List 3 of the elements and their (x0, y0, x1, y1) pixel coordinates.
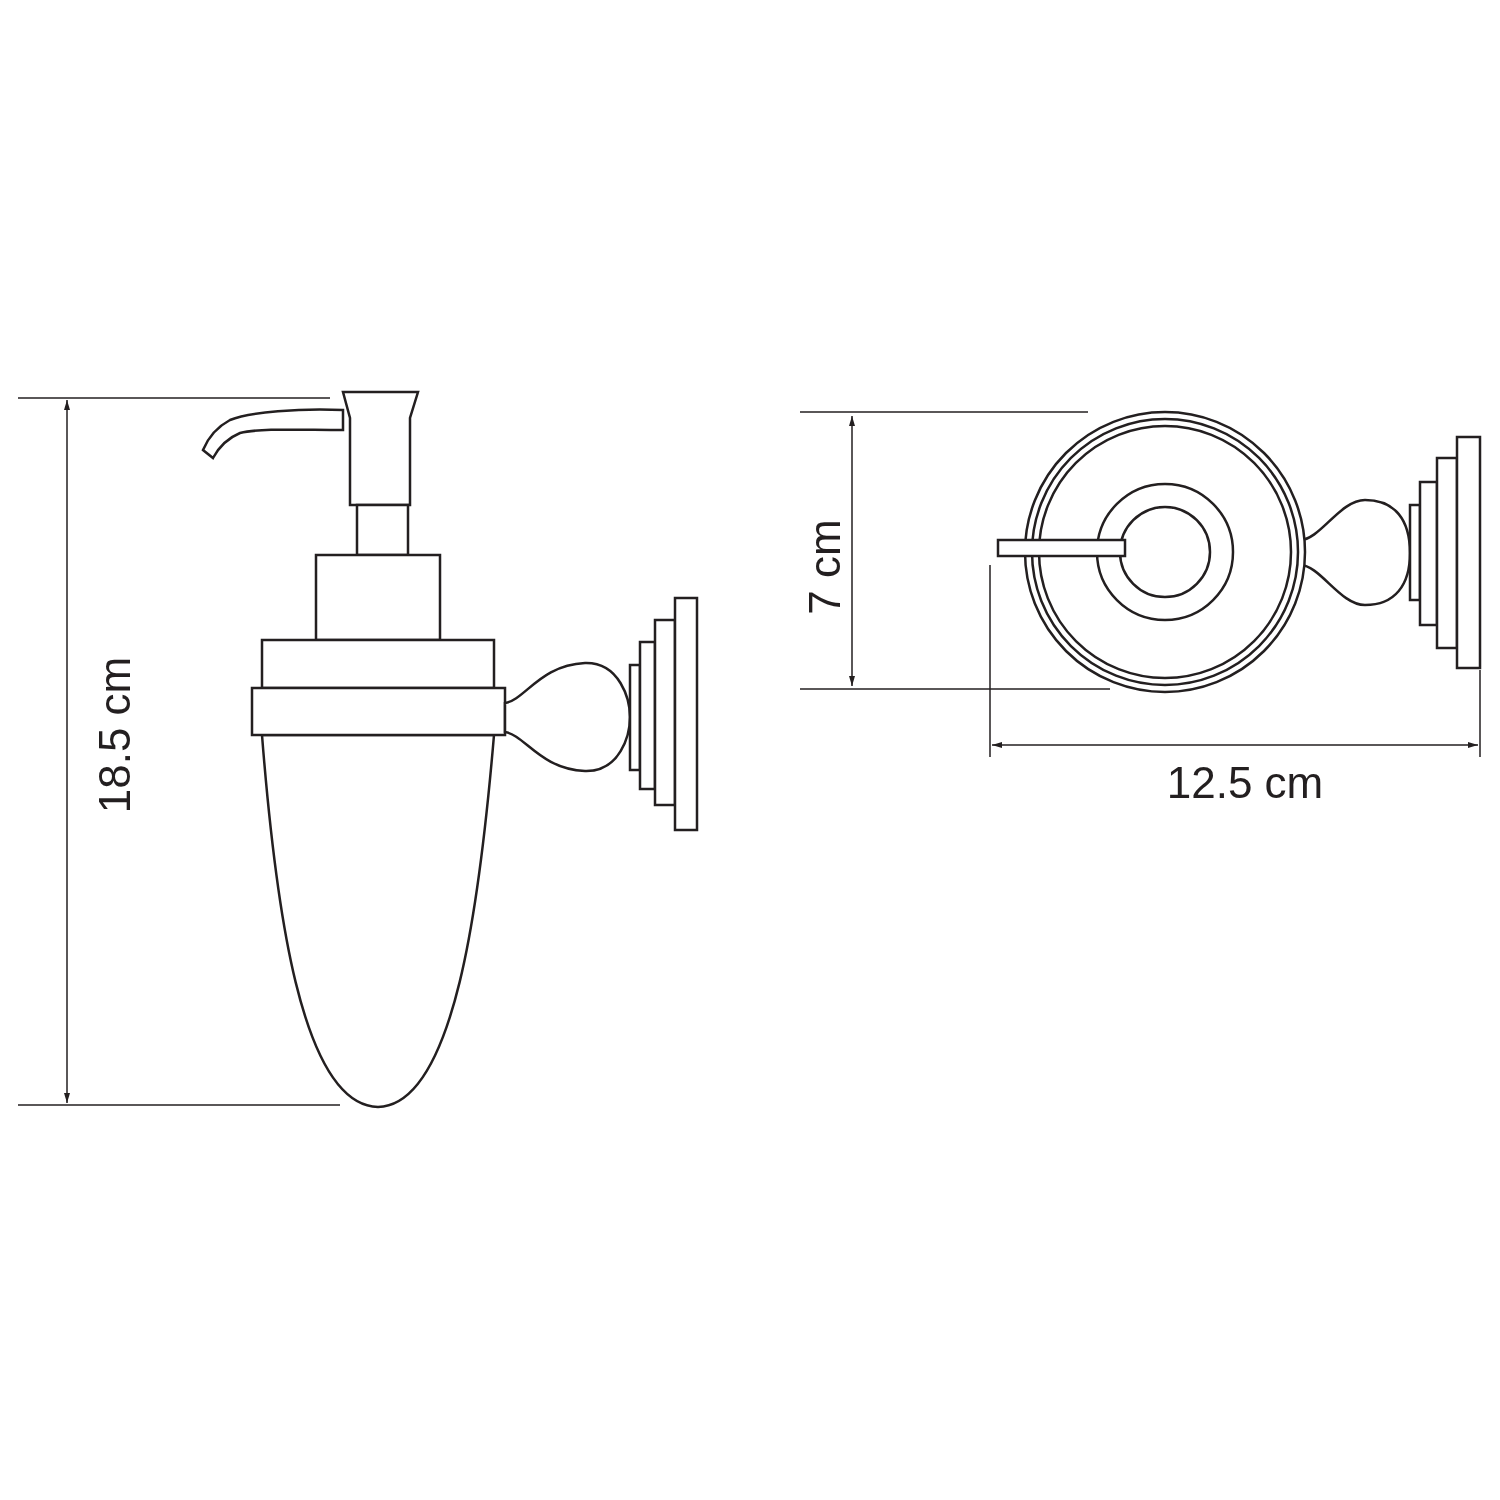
dimension-label: 18.5 cm (93, 656, 137, 814)
dimension-label: 12.5 cm (1166, 761, 1324, 805)
dimension-label: 7 cm (803, 519, 847, 615)
